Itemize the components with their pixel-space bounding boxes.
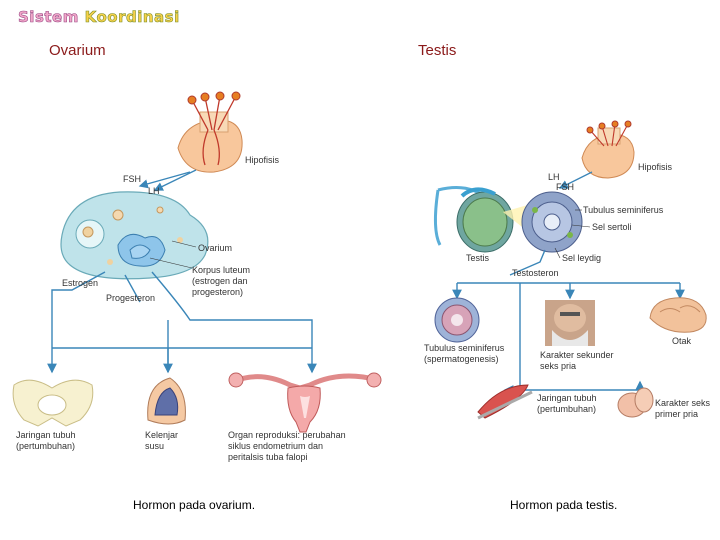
ovarium-title: Ovarium (49, 42, 106, 59)
tubulus-magnified (521, 191, 583, 253)
label-organ-reproduksi: Organ reproduksi: perubahan siklus endom… (228, 430, 346, 462)
label-sel-sertoli: Sel sertoli (592, 222, 632, 232)
testis-title: Testis (418, 42, 457, 59)
label-testis: Testis (466, 253, 490, 263)
ovarium-diagram (12, 91, 382, 433)
brand-title: Sistem Koordinasi (18, 8, 180, 27)
tubulus-cross-section (434, 297, 480, 343)
label-korpus-luteum: Korpus luteum (estrogen dan progesteron) (192, 265, 251, 297)
ovarium-pituitary (177, 91, 243, 173)
label-testis-lh: LH (548, 172, 560, 182)
label-jaringan-tubuh: Jaringan tubuh (pertumbuhan) (16, 430, 76, 451)
male-organ-illustration (617, 387, 654, 418)
label-testosteron: Testosteron (512, 268, 559, 278)
label-testis-hipofisis: Hipofisis (638, 162, 673, 172)
testis-pituitary (581, 120, 635, 179)
label-tubulus-seminiferus: Tubulus seminiferus (583, 205, 664, 215)
ovary-illustration (60, 191, 209, 280)
label-otak: Otak (672, 336, 692, 346)
label-sel-leydig: Sel leydig (562, 253, 602, 263)
label-lh: LH (148, 186, 160, 196)
brand-word-1: Sistem (18, 8, 79, 27)
label-progesteron: Progesteron (106, 293, 156, 303)
brain-illustration (649, 297, 707, 333)
breast-illustration (147, 377, 186, 425)
label-estrogen: Estrogen (62, 278, 99, 288)
label-testis-fsh: FSH (556, 182, 574, 192)
pelvis-illustration (12, 379, 94, 427)
muscle-illustration (477, 384, 533, 420)
brand-word-2: Koordinasi (84, 8, 180, 27)
label-karakter-primer: Karakter seks primer pria (655, 398, 711, 419)
label-ovarium: Ovarium (198, 243, 233, 253)
ovarium-caption: Hormon pada ovarium. (133, 498, 256, 512)
label-hipofisis: Hipofisis (245, 155, 280, 165)
label-karakter-sekunder: Karakter sekunder seks pria (540, 350, 614, 371)
label-testis-jaringan-tubuh: Jaringan tubuh (pertumbuhan) (537, 393, 597, 414)
testis-diagram (433, 120, 707, 420)
label-fsh: FSH (123, 174, 141, 184)
label-kelenjar-susu: Kelenjar susu (145, 430, 179, 451)
male-face-illustration (545, 300, 595, 346)
label-tubulus-spermatogenesis: Tubulus seminiferus (spermatogenesis) (424, 343, 505, 364)
uterus-illustration (228, 372, 382, 433)
testis-caption: Hormon pada testis. (510, 498, 618, 512)
